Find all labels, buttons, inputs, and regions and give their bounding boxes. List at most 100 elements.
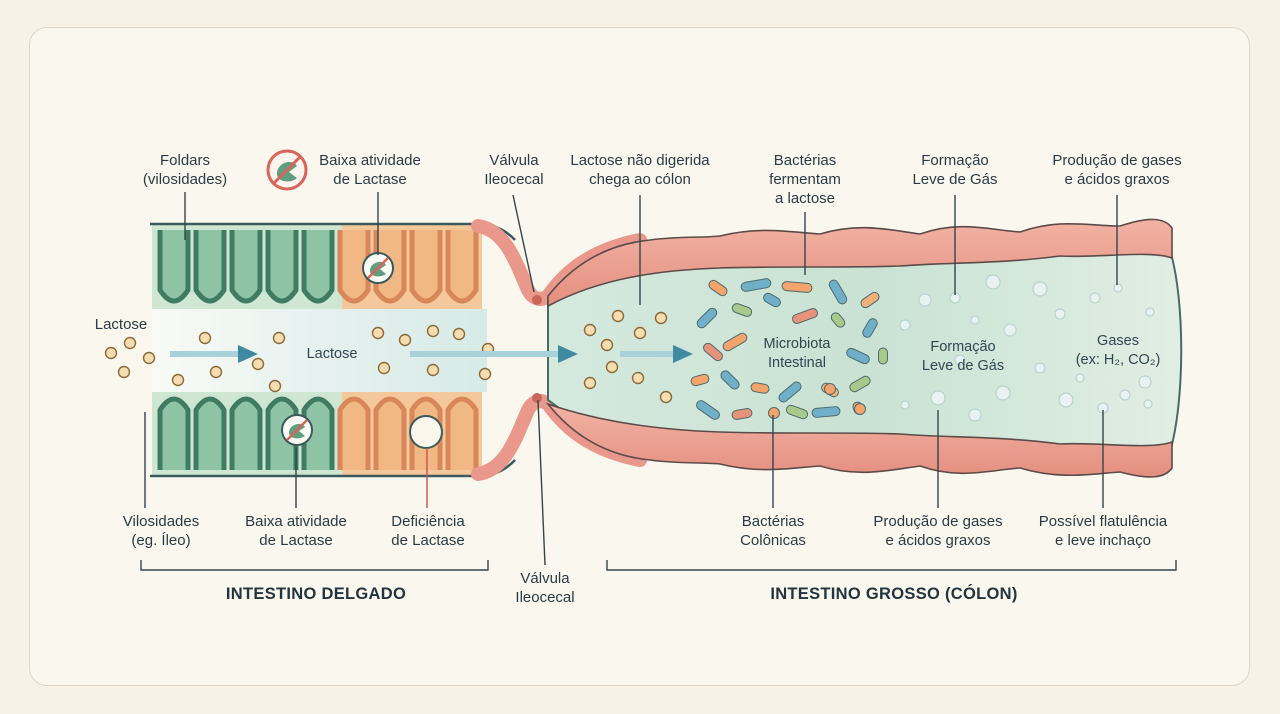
- villus: [157, 230, 191, 304]
- bacteria-icon: [720, 370, 740, 390]
- gas-bubble-icon: [968, 408, 982, 422]
- label-lactose-nd-line2: chega ao cólon: [589, 171, 691, 188]
- label-flatulencia: Possível flatulência e leve inchaço: [1039, 512, 1167, 550]
- bacteria-icon: [690, 373, 710, 387]
- villus: [301, 230, 335, 304]
- label-valvula-top-line2: Ileocecal: [484, 171, 544, 188]
- label-foldars-line2: (vilosidades): [142, 171, 228, 188]
- lactose-particle-icon: [398, 333, 412, 347]
- bacteria-icon: [722, 332, 748, 352]
- label-vilosidades: Vilosidades (eg. Íleo): [123, 512, 199, 550]
- section-title-large-intestine: INTESTINO GROSSO (CÓLON): [770, 585, 1018, 603]
- villus: [157, 396, 191, 470]
- bacteria-icon: [703, 342, 723, 362]
- label-formacao-top-line1: Formação: [921, 152, 989, 169]
- bacteria-icon: [740, 278, 772, 292]
- label-foldars-line1: Foldars: [159, 152, 211, 169]
- gas-bubble-icon: [995, 385, 1011, 401]
- label-flatulencia-line1: Possível flatulência: [1038, 513, 1168, 530]
- villus: [445, 396, 479, 470]
- bacteria-icon: [792, 308, 818, 324]
- lactose-particle-icon: [209, 365, 223, 379]
- villus: [193, 230, 227, 304]
- label-producao-top: Produção de gases e ácidos graxos: [1052, 151, 1181, 189]
- label-lactose-lumen: Lactose: [307, 345, 358, 364]
- label-valvula-bottom-line2: Ileocecal: [515, 589, 575, 606]
- lactose-particle-icon: [633, 326, 647, 340]
- lactose-particle-icon: [123, 336, 137, 350]
- label-foldars: Foldars (vilosidades): [143, 151, 227, 189]
- gas-bubble-icon: [899, 319, 911, 331]
- large-intestine: [545, 218, 1183, 478]
- label-gases-line2: (ex: H₂, CO₂): [1075, 352, 1161, 368]
- label-valvula-bottom: Válvula Ileocecal: [515, 569, 574, 607]
- flow-arrows: [170, 345, 693, 363]
- label-formacao-inner: Formação Leve de Gás: [922, 338, 1004, 376]
- lactose-particle-icon: [452, 327, 466, 341]
- villus: [265, 230, 299, 304]
- villus: [409, 230, 443, 304]
- label-baixa-top-line1: Baixa atividade: [319, 152, 421, 169]
- label-lactose-nd-line1: Lactose não digerida: [570, 152, 710, 169]
- label-baixa-atividade-bottom: Baixa atividade de Lactase: [245, 512, 347, 550]
- villus: [445, 230, 479, 304]
- bacteria-icon: [860, 291, 880, 309]
- bacteria-icon: [846, 347, 870, 365]
- lactose-particle-icon: [371, 326, 385, 340]
- bacteria-icon: [696, 400, 720, 420]
- villus: [337, 396, 371, 470]
- label-lactose-entry-text: Lactose: [94, 316, 148, 333]
- bacteria-icon: [763, 292, 781, 308]
- no-enzyme-icon: [266, 149, 308, 191]
- label-producao-bottom: Produção de gases e ácidos graxos: [873, 512, 1002, 550]
- label-formacao-inner-line2: Leve de Gás: [921, 358, 1005, 374]
- lactose-particle-icon: [117, 365, 131, 379]
- label-bacterias-fermentam: Bactérias fermentam a lactose: [769, 151, 841, 208]
- label-bact-ferm-line3: a lactose: [774, 190, 836, 207]
- gas-bubble-icon: [970, 315, 980, 325]
- label-bacterias-line2: Colônicas: [740, 532, 806, 549]
- lactose-particle-icon: [426, 324, 440, 338]
- label-deficiencia: Deficiência de Lactase: [391, 512, 464, 550]
- label-producao-top-line2: e ácidos graxos: [1064, 171, 1170, 188]
- gas-bubble-icon: [1003, 323, 1017, 337]
- label-bact-ferm-line2: fermentam: [769, 171, 841, 188]
- label-valvula-bottom-line1: Válvula: [520, 570, 570, 587]
- villus: [229, 396, 263, 470]
- label-deficiencia-line1: Deficiência: [391, 513, 465, 530]
- bacteria-icon: [768, 407, 780, 419]
- lactose-particle-icon: [659, 390, 673, 404]
- gas-bubble-icon: [1113, 283, 1123, 293]
- lactose-particles: [104, 309, 673, 404]
- label-lactose-entry: Lactose: [95, 315, 148, 334]
- bacteria-icon: [828, 279, 848, 305]
- gas-bubbles: [899, 274, 1155, 422]
- label-vilosidades-line2: (eg. Íleo): [131, 532, 191, 549]
- label-flatulencia-line2: e leve inchaço: [1055, 532, 1151, 549]
- lactose-particle-icon: [272, 331, 286, 345]
- gas-bubble-icon: [1119, 389, 1131, 401]
- gas-bubble-icon: [985, 274, 1001, 290]
- label-bacterias-line1: Bactérias: [741, 513, 805, 530]
- lactose-particle-icon: [600, 338, 614, 352]
- label-baixa-bottom-line2: de Lactase: [259, 532, 333, 549]
- lactose-particle-icon: [198, 331, 212, 345]
- bacteria-icon: [750, 382, 770, 394]
- lactose-particle-icon: [583, 323, 597, 337]
- bacteria-icon: [854, 403, 866, 415]
- label-deficiencia-line2: de Lactase: [391, 532, 465, 549]
- label-producao-bottom-line2: e ácidos graxos: [885, 532, 991, 549]
- label-lactose-lumen-text: Lactose: [306, 346, 358, 362]
- lactose-particle-icon: [142, 351, 156, 365]
- villus: [337, 230, 371, 304]
- lactose-particle-icon: [654, 311, 668, 325]
- gas-bubble-icon: [900, 400, 910, 410]
- label-vilosidades-line1: Vilosidades: [122, 513, 200, 530]
- label-gases-line1: Gases: [1097, 333, 1139, 349]
- label-valvula-top-line1: Válvula: [489, 152, 539, 169]
- bacteria-icon: [862, 318, 878, 338]
- bacteria-icon: [811, 406, 841, 418]
- gas-bubble-icon: [1145, 307, 1155, 317]
